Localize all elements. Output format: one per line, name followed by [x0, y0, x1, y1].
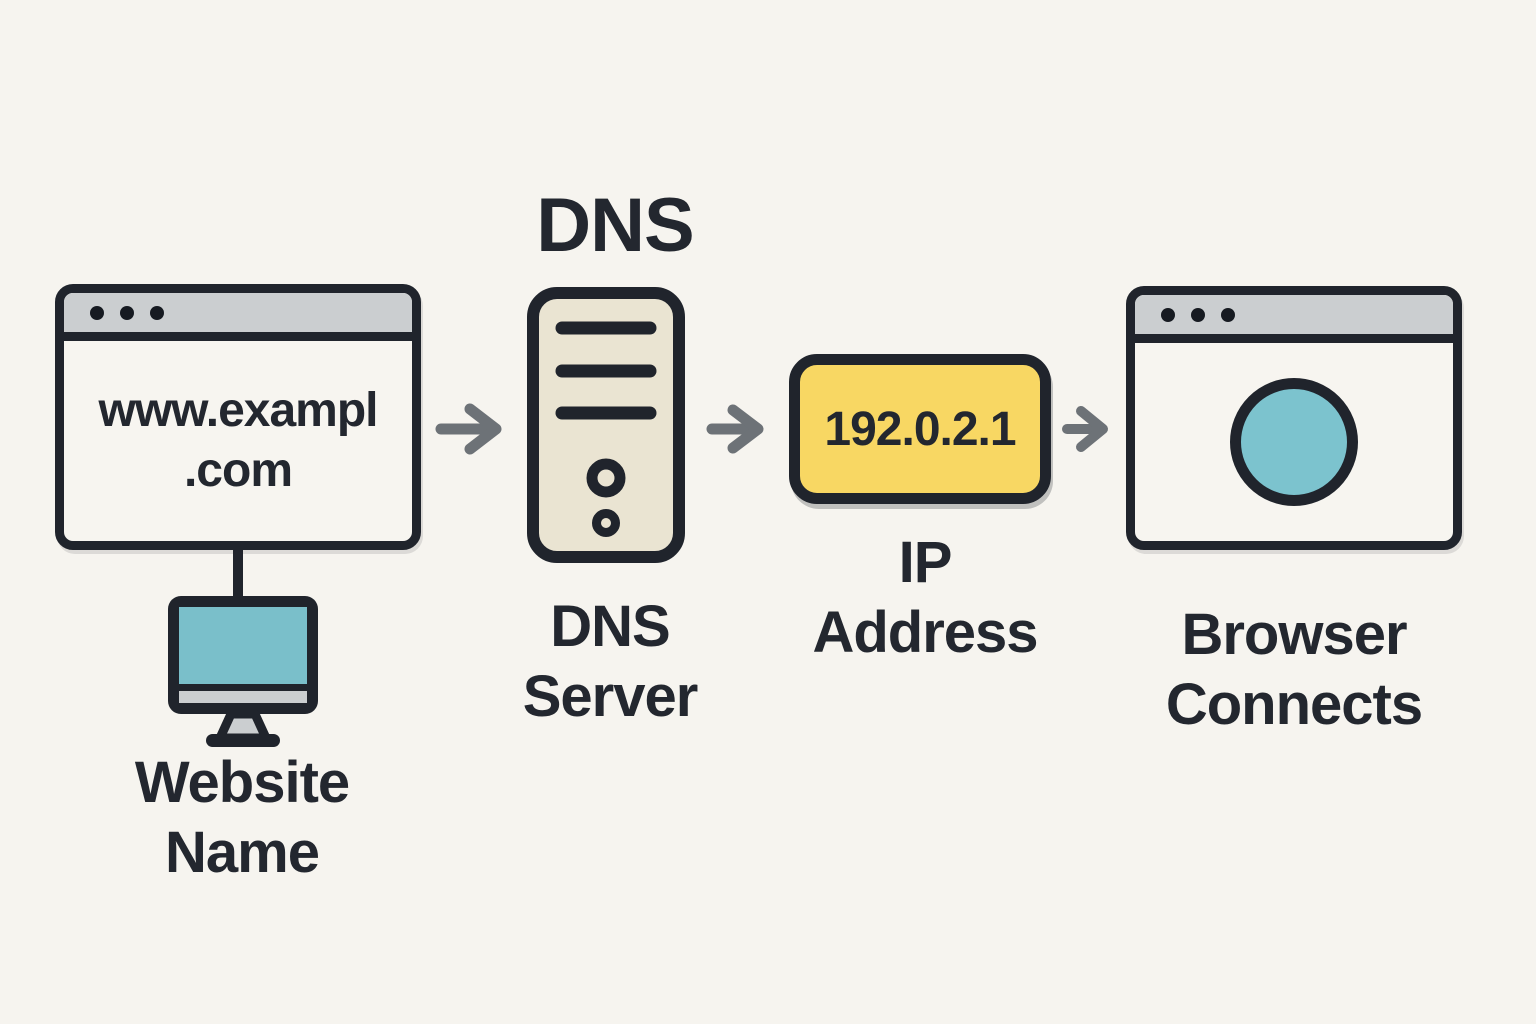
dns-heading: DNS: [536, 183, 694, 268]
website-url-text: www.exampl .com: [98, 384, 379, 497]
window-control-dot: [1221, 307, 1235, 322]
window-control-dot: [1161, 307, 1175, 322]
globe-circle-icon: [1230, 378, 1358, 506]
arrow-right-icon: [706, 404, 764, 454]
window-control-dot: [120, 305, 134, 320]
website-name-label: Website Name: [134, 750, 350, 885]
arrow-right-icon: [1062, 406, 1108, 452]
desktop-monitor-icon: [168, 596, 318, 747]
window-control-dot: [1191, 307, 1205, 322]
window-titlebar: [1135, 295, 1453, 343]
result-browser-window: [1126, 286, 1462, 550]
ip-address-value: 192.0.2.1: [824, 402, 1016, 456]
window-control-dot: [90, 305, 104, 320]
ip-address-label: IP Address: [812, 530, 1038, 665]
ip-address-box: 192.0.2.1: [789, 354, 1051, 504]
dns-server-label: DNS Server: [522, 594, 699, 729]
website-browser-window: www.exampl .com: [55, 284, 421, 550]
window-monitor-connector: [233, 544, 243, 604]
window-body: www.exampl .com: [64, 341, 412, 541]
window-control-dot: [150, 305, 164, 320]
arrow-right-icon: [435, 403, 502, 455]
window-body: [1135, 343, 1453, 541]
window-titlebar: [64, 293, 412, 341]
browser-connects-label: Browser Connects: [1165, 602, 1423, 737]
dns-server-icon: [527, 287, 685, 563]
